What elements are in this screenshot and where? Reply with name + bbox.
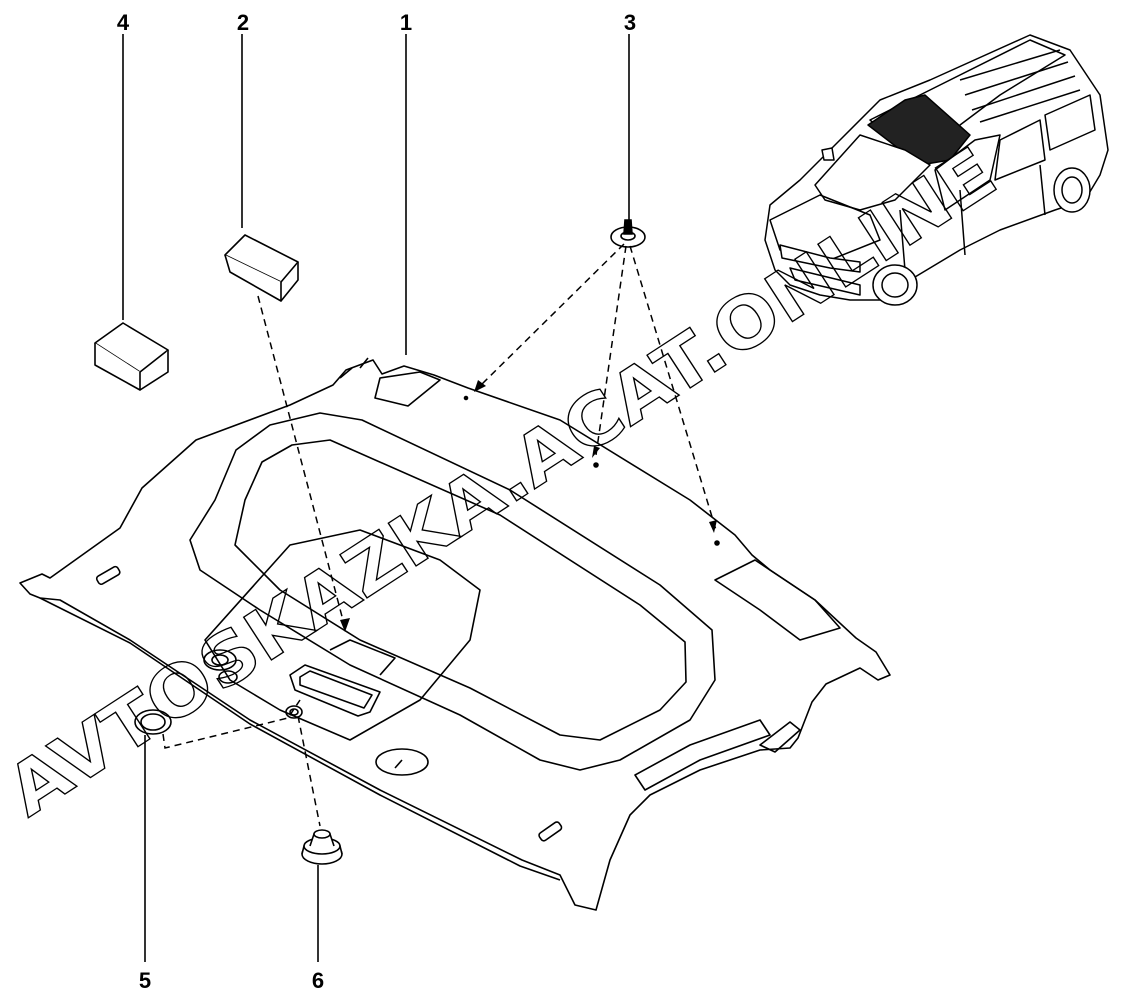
clip-part-3 [610, 219, 646, 248]
leader-lines [122, 34, 630, 962]
headliner-outline [19, 359, 891, 911]
slot-front-right [538, 821, 563, 842]
right-rear-flap [714, 559, 841, 641]
visor-clip-hole [375, 748, 429, 776]
dome-light-frame [329, 639, 396, 676]
dome-light-inner [299, 670, 373, 709]
mount-hole-2 [218, 670, 238, 684]
right-side-recess-1 [759, 721, 801, 753]
callout-3: 3 [624, 10, 636, 35]
slot-left [95, 565, 121, 586]
assembly-lines [162, 243, 717, 827]
foam-block-part-2 [224, 234, 299, 302]
front-console [204, 529, 481, 741]
vehicle-grille [779, 244, 861, 273]
central-recess-inner [234, 439, 687, 741]
right-side-recess-2 [634, 719, 771, 791]
callout-4: 4 [117, 10, 130, 35]
central-recess [189, 412, 716, 771]
vehicle-thumbnail [764, 34, 1109, 306]
vehicle-windshield [814, 134, 931, 211]
headliner-panel [19, 357, 891, 911]
callout-6: 6 [312, 968, 324, 993]
assembly-arrowheads [340, 380, 717, 632]
dome-light-opening [289, 664, 381, 717]
ring-part-5 [134, 709, 172, 735]
callout-5: 5 [139, 968, 151, 993]
rear-tab [374, 371, 441, 407]
callout-2: 2 [237, 10, 249, 35]
front-edge [39, 597, 561, 881]
mount-hole-3 [285, 705, 303, 719]
callout-1: 1 [400, 10, 412, 35]
grommet-part-6 [301, 829, 343, 865]
mount-hole-1 [203, 649, 237, 671]
foam-block-part-4 [94, 322, 169, 391]
